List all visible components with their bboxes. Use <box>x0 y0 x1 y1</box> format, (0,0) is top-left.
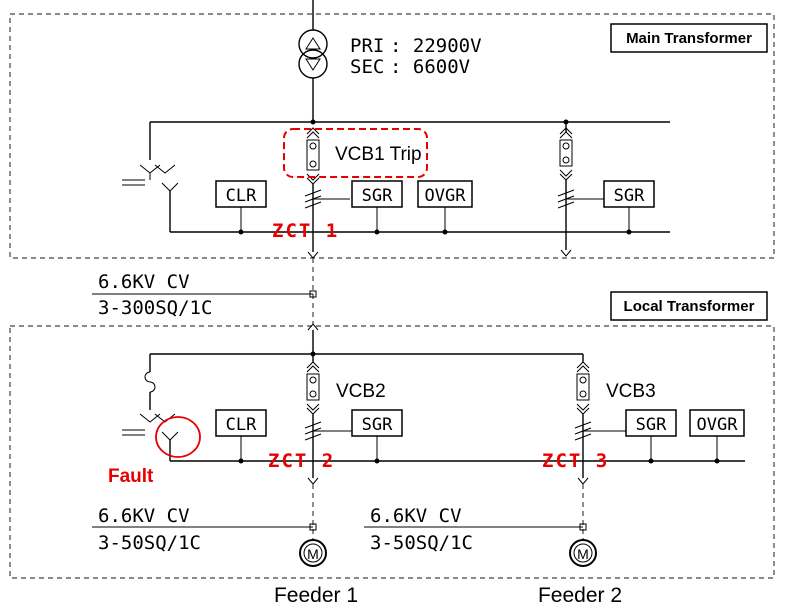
vcb2-label: VCB2 <box>336 381 386 402</box>
feeder2-cable <box>364 477 589 540</box>
main-cable <box>92 232 319 331</box>
main-gpt-symbol <box>122 122 179 232</box>
svg-text:SGR: SGR <box>362 415 393 435</box>
vcb2-breaker <box>304 354 352 478</box>
svg-text:OVGR: OVGR <box>697 415 739 435</box>
fault-label: Fault <box>108 466 154 487</box>
feeder2-label: Feeder 2 <box>538 584 622 607</box>
main-feeder-sgr-relay <box>603 180 655 208</box>
local-clr-relay <box>215 409 267 437</box>
feeder1-motor: M <box>299 539 327 567</box>
feeder2-motor: M <box>569 539 597 567</box>
main-transformer-title: Main Transformer <box>626 30 752 47</box>
main-ovgr-relay <box>417 180 473 208</box>
feeder1-label: Feeder 1 <box>274 584 358 607</box>
vcb1-breaker <box>306 127 320 232</box>
vcb3-breaker <box>574 354 626 478</box>
local-sgr-relay-feeder2 <box>625 409 677 437</box>
sec-label: SEC <box>350 56 384 78</box>
vcb1-trip-highlight <box>283 128 428 178</box>
main-cable-spec-line1: 6.6KV CV <box>98 271 190 293</box>
vcb3-label: VCB3 <box>606 381 656 402</box>
svg-text:M: M <box>577 546 589 562</box>
main-cable-spec-line2: 3-300SQ/1C <box>98 297 212 319</box>
pri-value: : 22900V <box>390 35 482 57</box>
vcb1-label: VCB1 Trip <box>335 144 422 165</box>
svg-text:SGR: SGR <box>362 186 393 206</box>
sec-value: : 6600V <box>390 56 470 78</box>
feeder2-cable-spec-line2: 3-50SQ/1C <box>370 532 473 554</box>
main-clr-relay <box>215 180 267 208</box>
fault-highlight <box>155 416 201 458</box>
bus-junction <box>310 119 316 125</box>
zct1-symbol <box>304 189 350 209</box>
zct1-label: ZCT 1 <box>272 220 339 242</box>
zct3-label: ZCT 3 <box>542 450 609 472</box>
pri-label: PRI <box>350 35 384 57</box>
feeder1-cable <box>92 477 319 540</box>
main-transformer-section <box>9 13 775 259</box>
local-transformer-title: Local Transformer <box>624 298 755 315</box>
main-feeder-breaker <box>557 122 604 257</box>
svg-text:SGR: SGR <box>614 186 645 206</box>
feeder1-cable-spec-line1: 6.6KV CV <box>98 505 190 527</box>
feeder1-cable-spec-line2: 3-50SQ/1C <box>98 532 201 554</box>
local-gpt-symbol <box>122 354 179 461</box>
svg-text:OVGR: OVGR <box>425 186 467 206</box>
main-transformer-symbol <box>298 0 328 122</box>
svg-text:M: M <box>307 546 319 562</box>
svg-text:CLR: CLR <box>226 415 257 435</box>
main-transformer-title-box <box>610 23 768 53</box>
feeder2-cable-spec-line1: 6.6KV CV <box>370 505 462 527</box>
svg-text:CLR: CLR <box>226 186 257 206</box>
local-transformer-title-box <box>610 291 768 321</box>
zct2-label: ZCT 2 <box>268 450 335 472</box>
svg-text:SGR: SGR <box>636 415 667 435</box>
local-transformer-section <box>9 325 775 579</box>
